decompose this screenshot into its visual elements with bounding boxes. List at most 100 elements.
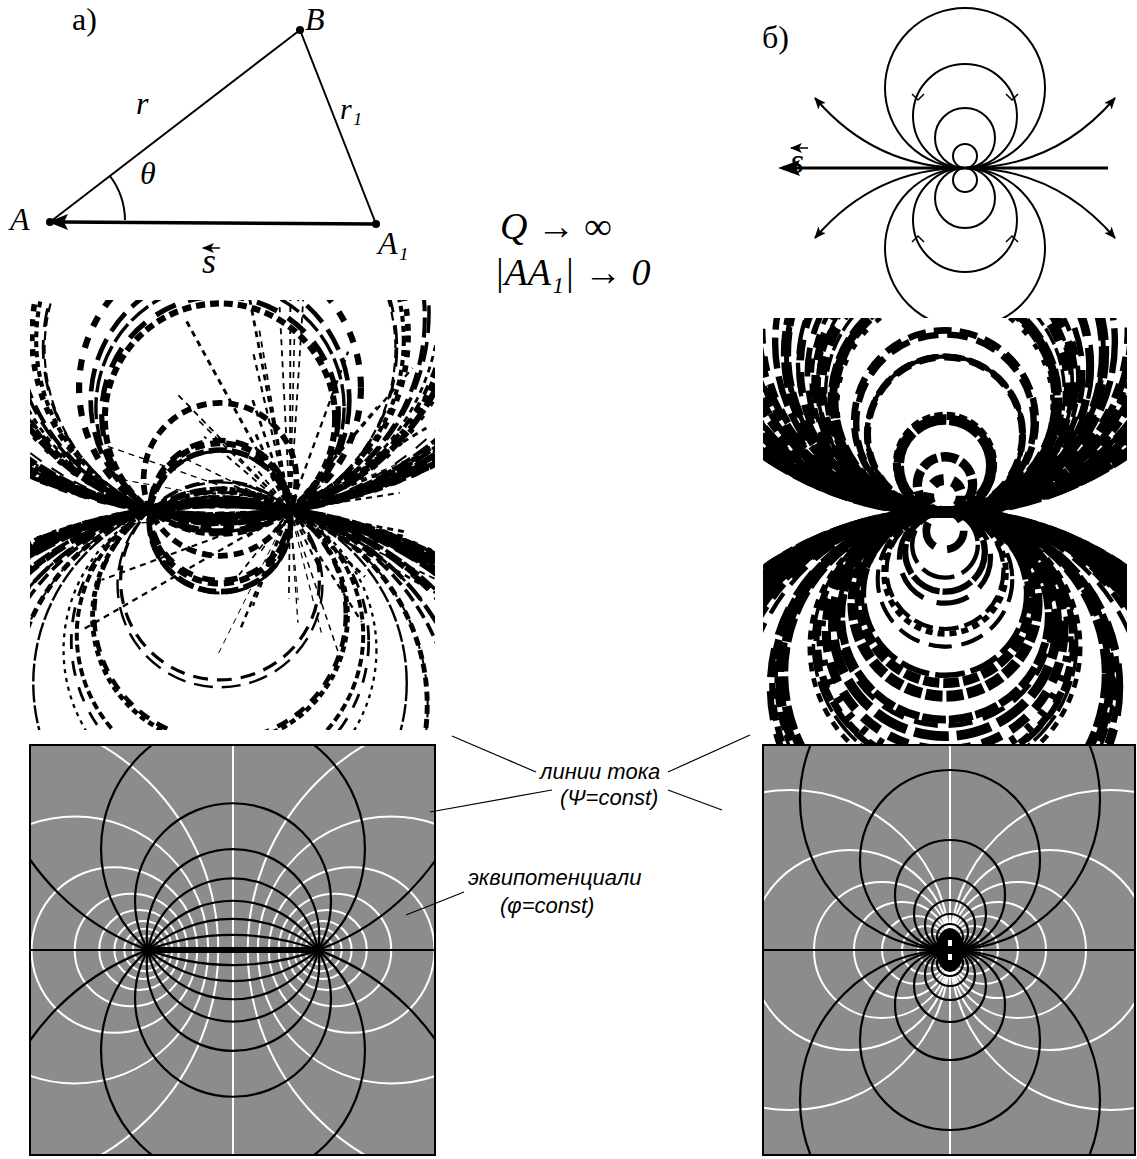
flow-arrow <box>1006 94 1018 100</box>
streak <box>290 510 342 665</box>
streamline <box>860 770 1040 950</box>
streak <box>290 510 404 532</box>
streak <box>897 416 993 512</box>
streak <box>290 493 400 510</box>
streak <box>290 428 426 510</box>
streak <box>763 512 1127 745</box>
streak <box>239 510 290 631</box>
streamline <box>860 950 1040 1130</box>
streak <box>289 510 290 599</box>
streak <box>899 420 991 512</box>
streak <box>917 457 972 512</box>
streak <box>826 512 1064 745</box>
streamline <box>135 901 331 1097</box>
flow-photo-streaks <box>30 300 435 730</box>
streak <box>867 356 1023 512</box>
limit-formula: Q → ∞ <box>500 206 612 248</box>
streak <box>821 512 1069 745</box>
streak <box>106 446 290 510</box>
streamline <box>101 745 365 981</box>
streak <box>763 318 1127 512</box>
streak <box>763 512 1127 745</box>
singular-point <box>948 954 952 960</box>
streamline <box>147 849 320 1022</box>
curve <box>953 144 977 168</box>
curve <box>815 98 965 168</box>
streak <box>833 512 1057 736</box>
streak <box>763 512 1127 745</box>
streak <box>854 330 1036 512</box>
angle-label: θ <box>140 156 156 191</box>
streak <box>290 437 435 510</box>
plot-frame <box>30 745 435 1155</box>
streak <box>198 420 290 510</box>
streamline <box>30 949 435 951</box>
streak <box>867 356 1023 512</box>
streamline <box>101 919 365 1155</box>
streak <box>763 512 1127 745</box>
leader-lines <box>406 735 750 915</box>
curve <box>935 168 995 228</box>
curve <box>913 168 1017 272</box>
streak <box>807 318 1082 512</box>
curve <box>885 168 1045 328</box>
streak <box>290 368 413 510</box>
flow-photo <box>30 300 435 730</box>
triangle <box>50 30 376 224</box>
streak <box>252 398 290 510</box>
singular-point <box>948 940 952 946</box>
streak <box>763 512 1127 745</box>
streak <box>899 512 990 603</box>
streak <box>79 300 361 529</box>
annotation: (Ψ=const) <box>560 786 658 810</box>
panel-letter: а) <box>72 2 97 37</box>
curve <box>885 8 1045 168</box>
curve <box>953 168 977 192</box>
streak <box>763 512 1127 745</box>
annotation: линии тока <box>540 760 660 784</box>
curve <box>913 64 1017 168</box>
annotation: эквипотенциали <box>468 866 641 890</box>
streak <box>248 300 290 510</box>
streak <box>239 510 290 575</box>
flow-arrow <box>1006 236 1018 242</box>
point-label: A₁ <box>378 226 409 261</box>
streak <box>290 510 406 536</box>
streak <box>763 512 1127 745</box>
dipole-sketch <box>778 8 1115 328</box>
annotation: (φ=const) <box>500 894 594 918</box>
streak <box>763 512 1127 745</box>
s-vector <box>62 222 376 224</box>
streak <box>763 318 1127 512</box>
flow-photo-streaks <box>763 318 1127 745</box>
streamline <box>925 950 975 1000</box>
panel-letter: б) <box>762 20 789 55</box>
flow-arrow <box>912 236 924 242</box>
streak <box>175 392 290 510</box>
streak <box>254 466 290 510</box>
point <box>296 26 304 34</box>
streak <box>289 300 291 510</box>
streak <box>763 318 1127 512</box>
streak <box>763 318 1127 512</box>
streak <box>763 318 1127 512</box>
streamline <box>30 745 435 965</box>
streak <box>290 510 435 604</box>
streak <box>884 512 1006 634</box>
streak <box>763 512 1127 745</box>
streak <box>763 318 1127 512</box>
plot-ground <box>30 745 435 1155</box>
streak <box>258 510 290 555</box>
streak <box>763 512 1127 745</box>
streak <box>290 352 348 510</box>
streak <box>878 512 1013 647</box>
curve <box>815 168 965 238</box>
streak <box>912 512 978 578</box>
streak <box>290 489 374 510</box>
streamline <box>30 935 435 1155</box>
streak <box>821 318 1070 512</box>
streak <box>186 321 290 510</box>
streak <box>176 454 290 510</box>
streak <box>878 512 1013 647</box>
